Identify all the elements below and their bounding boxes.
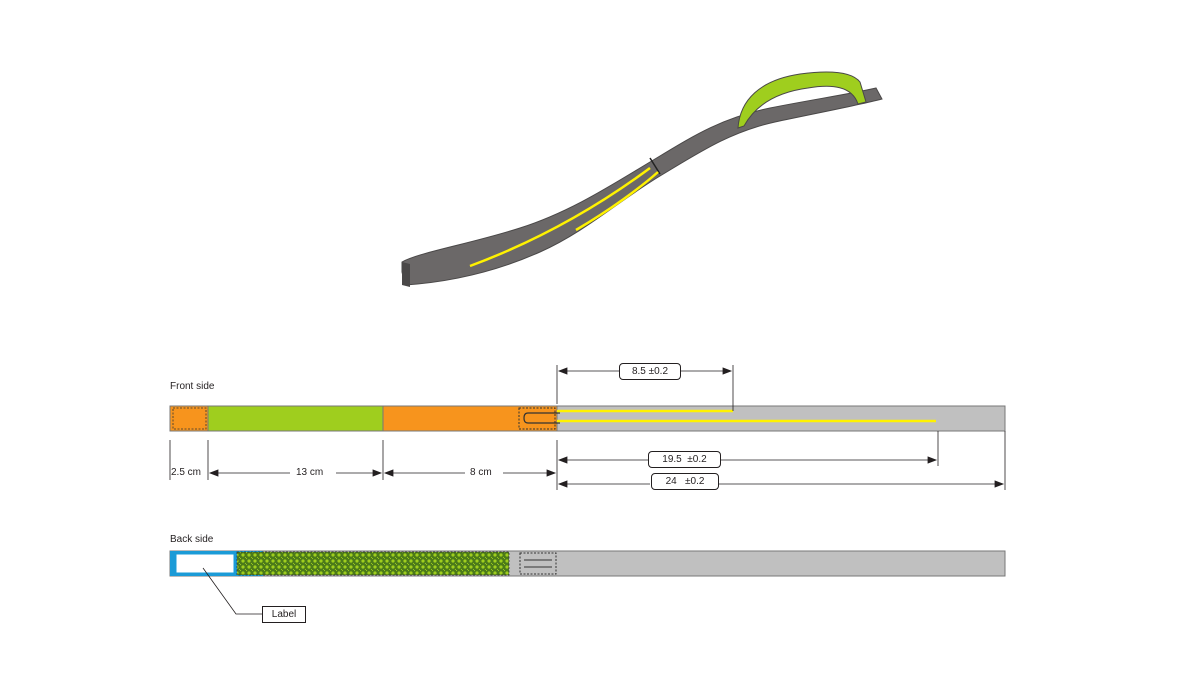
dim-8cm: 8 cm xyxy=(470,467,492,478)
front-strap xyxy=(169,405,1006,432)
strap-3d-illustration xyxy=(401,71,883,287)
back-strap-hook-section xyxy=(236,551,510,576)
dim-2-5cm: 2.5 cm xyxy=(171,467,202,478)
strap-3d-stripe-1 xyxy=(469,166,651,268)
front-strap-orange-section xyxy=(382,405,558,432)
front-strap-buckle-stitch xyxy=(518,407,556,430)
front-strap-tab-stitch xyxy=(172,407,207,430)
dim-24-tolerance: 24 ±0.2 xyxy=(651,473,719,490)
strap-3d-seam xyxy=(649,157,661,175)
front-side-title: Front side xyxy=(170,381,215,392)
strap-3d-stripe-2 xyxy=(575,171,659,232)
label-callout: Label xyxy=(262,606,306,623)
back-strap xyxy=(169,550,1006,577)
back-strap-buckle-stitch xyxy=(519,552,557,575)
dim-8-5-tolerance: 8.5 ±0.2 xyxy=(619,363,681,380)
front-strap-lime-section xyxy=(207,405,384,432)
back-side-title: Back side xyxy=(170,534,214,545)
front-strap-orange-tab xyxy=(169,405,209,432)
strap-3d-handle-loop xyxy=(737,71,867,129)
front-dimension-lines xyxy=(169,365,1006,490)
front-strap-buckle-loop xyxy=(523,412,560,424)
back-strap-label-patch xyxy=(175,553,235,574)
dim-19-5-tolerance: 19.5 ±0.2 xyxy=(648,451,721,468)
strap-3d-tip xyxy=(402,262,410,287)
dim-13cm: 13 cm xyxy=(296,467,324,478)
label-leader-line xyxy=(202,567,262,615)
